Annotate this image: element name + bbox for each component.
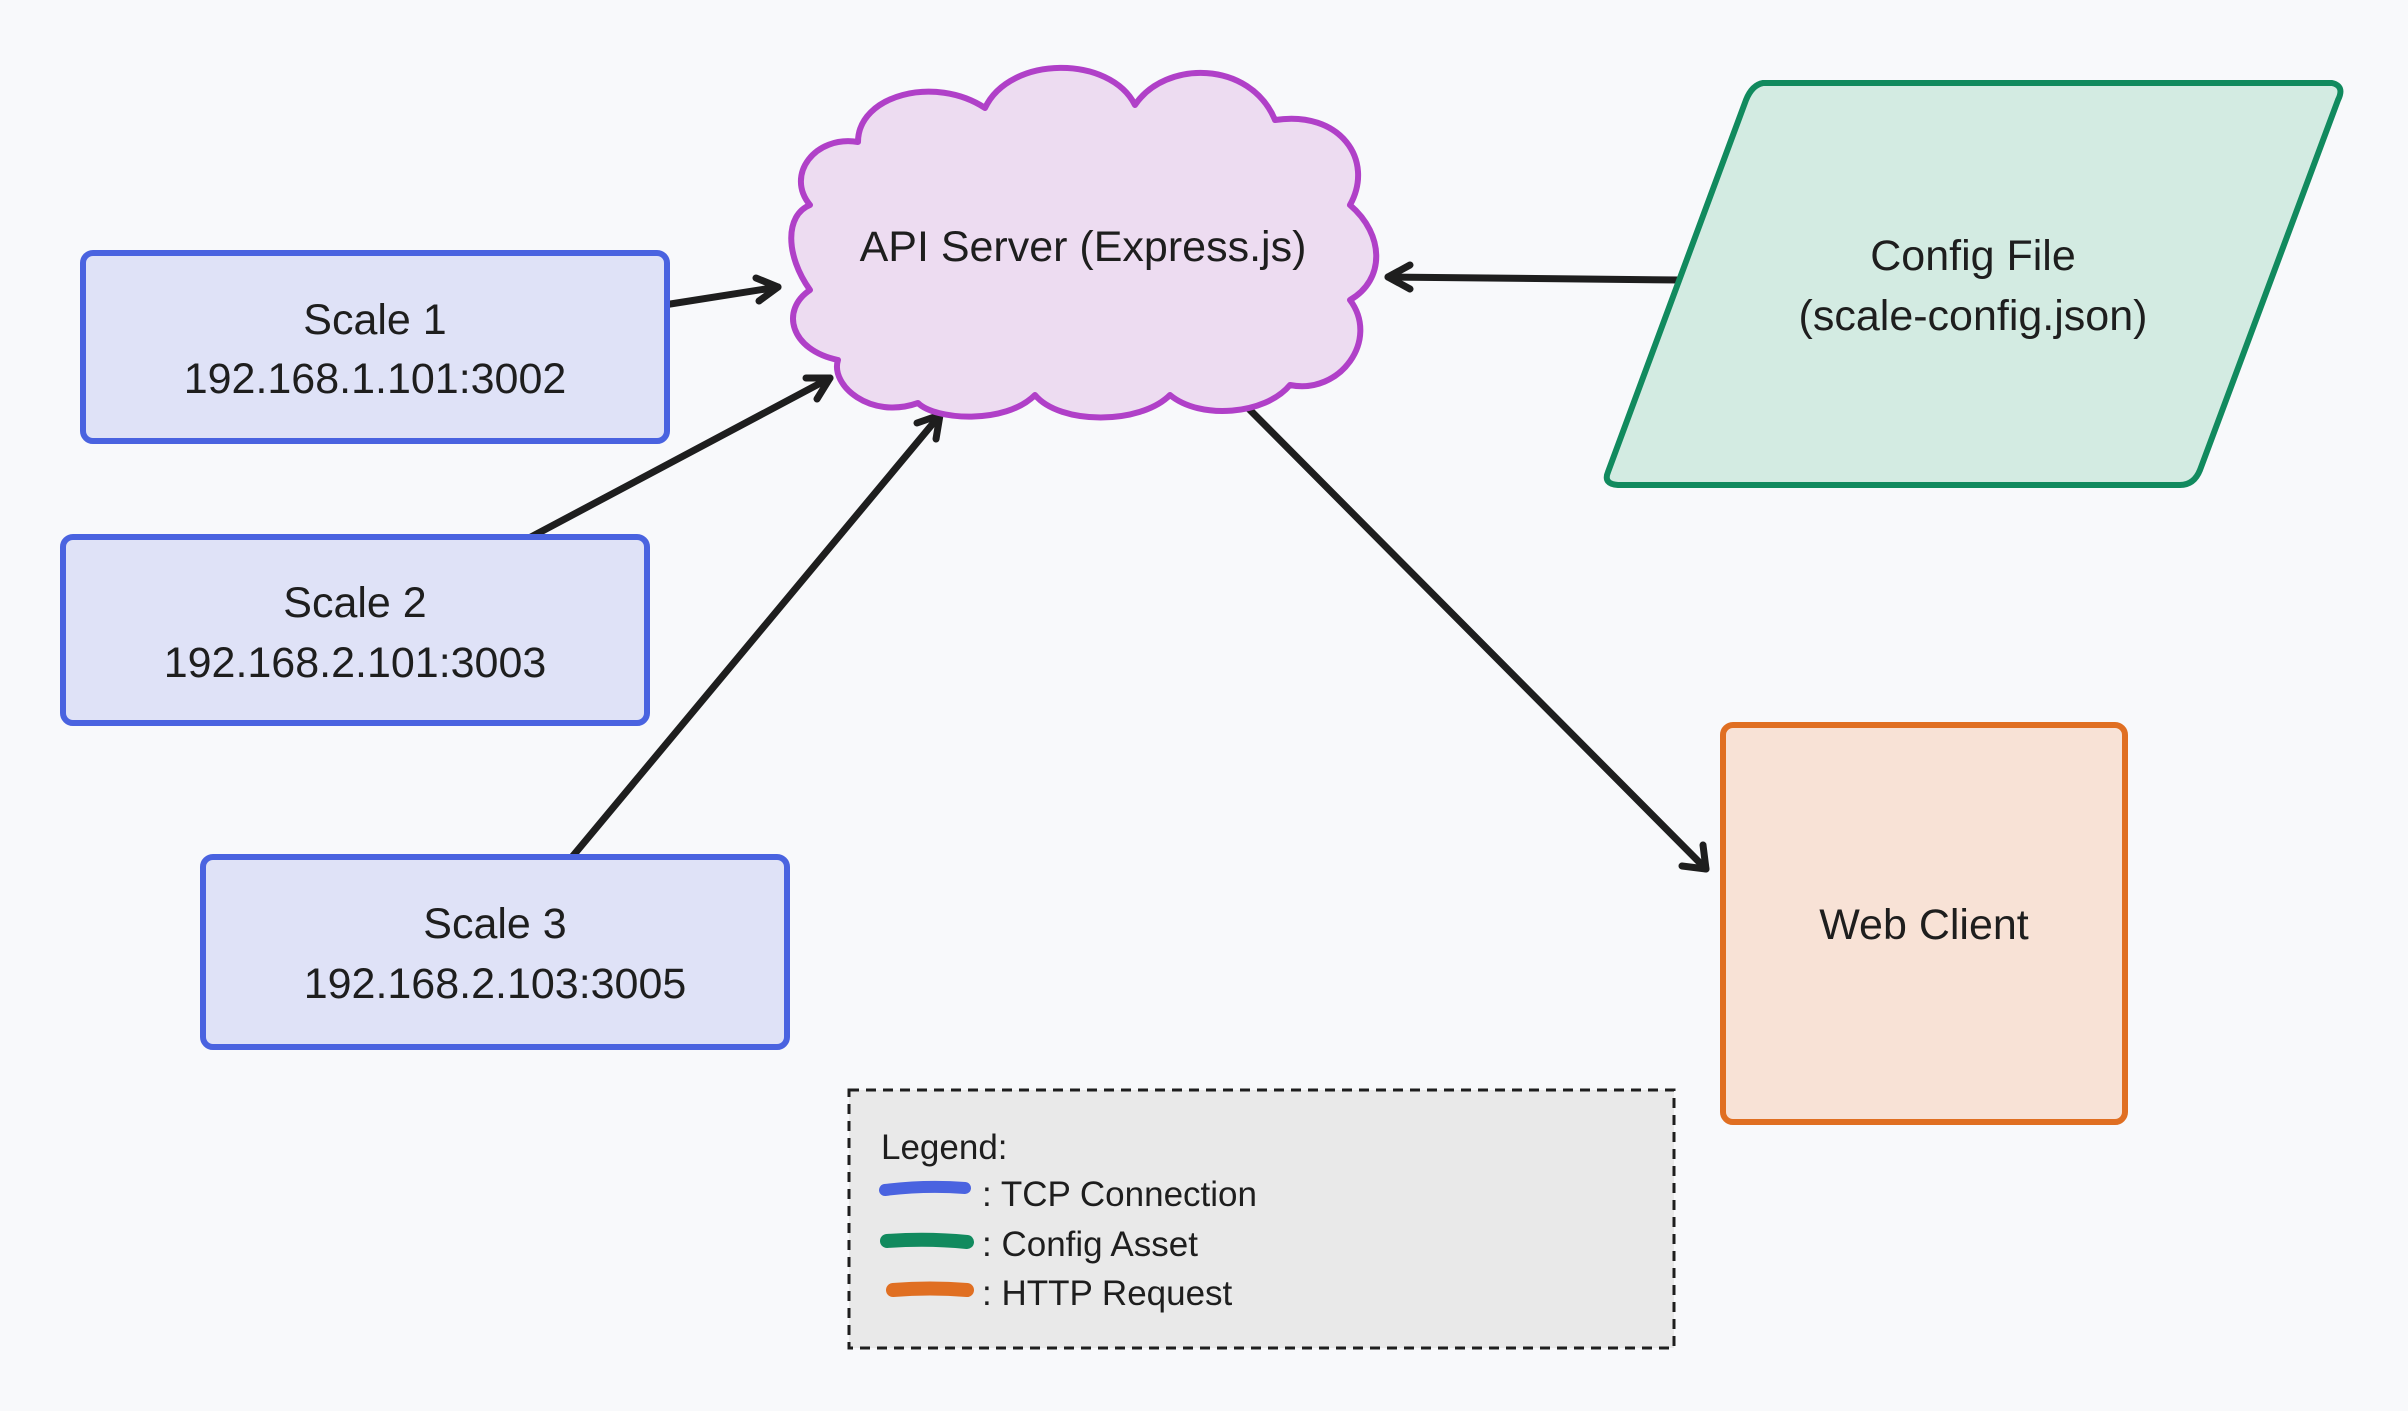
legend-title: Legend: (881, 1128, 1008, 1167)
cloud-icon (788, 64, 1380, 421)
scale-3-address: 192.168.2.103:3005 (304, 960, 687, 1008)
legend-label-tcp: : TCP Connection (982, 1175, 1257, 1214)
legend: Legend: : TCP Connection : Config Asset … (847, 1088, 1676, 1350)
scale-3-node[interactable]: Scale 3 192.168.2.103:3005 (200, 854, 790, 1050)
scale-1-address: 192.168.1.101:3002 (184, 355, 567, 403)
edge-api-to-webclient (1244, 404, 1710, 873)
scale-1-node[interactable]: Scale 1 192.168.1.101:3002 (80, 250, 670, 444)
api-server-label: API Server (Express.js) (860, 223, 1307, 271)
config-file-filename: (scale-config.json) (1799, 292, 2148, 340)
config-file-title: Config File (1870, 232, 2076, 280)
edges (527, 261, 1710, 873)
legend-item-tcp: : TCP Connection (879, 1175, 1257, 1214)
legend-item-http: : HTTP Request (886, 1274, 1233, 1313)
legend-swatch-http (886, 1281, 974, 1297)
legend-swatch-config (880, 1232, 974, 1249)
legend-label-config: : Config Asset (982, 1225, 1198, 1264)
scale-2-node[interactable]: Scale 2 192.168.2.101:3003 (60, 534, 650, 726)
scale-1-name: Scale 1 (303, 296, 446, 344)
legend-swatch-tcp (879, 1180, 971, 1196)
edge-config-to-api (1384, 261, 1684, 293)
scale-2-name: Scale 2 (283, 579, 426, 627)
scale-2-address: 192.168.2.101:3003 (164, 639, 547, 687)
scale-3-name: Scale 3 (423, 900, 566, 948)
web-client-node[interactable]: Web Client (1720, 722, 2128, 1125)
legend-label-http: : HTTP Request (982, 1274, 1233, 1313)
legend-item-config: : Config Asset (880, 1225, 1198, 1264)
edge-scale1-to-api (660, 274, 782, 309)
web-client-label: Web Client (1819, 901, 2029, 949)
config-file-node[interactable]: Config File (scale-config.json) (1603, 80, 2344, 488)
edge-scale2-to-api (527, 374, 834, 541)
api-server-node[interactable]: API Server (Express.js) (788, 64, 1380, 421)
